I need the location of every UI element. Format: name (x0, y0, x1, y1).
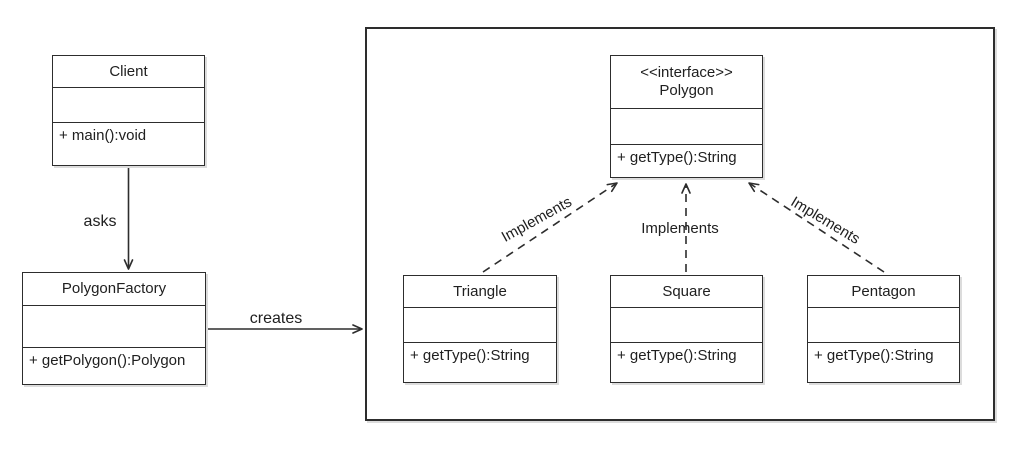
class-name-text: Client (109, 62, 148, 80)
factory-package-boundary (365, 27, 995, 421)
class-square-name: Square (611, 276, 762, 307)
class-triangle: Triangle + getType():String (403, 275, 557, 383)
operation-text: + getPolygon():Polygon (29, 352, 186, 369)
implements-arrow-triangle (482, 182, 618, 273)
operation-text: + getType():String (410, 347, 530, 364)
class-polygon-factory-attributes (23, 305, 205, 347)
operation-text: + main():void (59, 127, 147, 144)
class-triangle-name: Triangle (404, 276, 556, 307)
operation-text: + getType():String (814, 347, 934, 364)
class-client-attributes (53, 87, 204, 122)
class-triangle-operations: + getType():String (404, 342, 556, 382)
class-triangle-attributes (404, 307, 556, 342)
operation-text: + getType():String (617, 347, 737, 364)
class-polygon-factory: PolygonFactory + getPolygon():Polygon (22, 272, 206, 385)
implements-arrow-pentagon (748, 182, 885, 273)
interface-polygon: <<interface>> Polygon + getType():String (610, 55, 763, 178)
stereotype-text: <<interface>> (640, 64, 733, 81)
operation-text: + getType():String (617, 149, 737, 166)
class-polygon-factory-operations: + getPolygon():Polygon (23, 347, 205, 384)
class-pentagon: Pentagon + getType():String (807, 275, 960, 383)
class-polygon-factory-name: PolygonFactory (23, 273, 205, 305)
class-name-text: Triangle (453, 282, 507, 300)
class-square-operations: + getType():String (611, 342, 762, 382)
class-client-name: Client (53, 56, 204, 87)
interface-polygon-attributes (611, 108, 762, 144)
class-client-operations: + main():void (53, 122, 204, 165)
class-pentagon-name: Pentagon (808, 276, 959, 307)
class-name-text: PolygonFactory (61, 280, 167, 297)
interface-polygon-name: <<interface>> Polygon (611, 56, 762, 108)
interface-polygon-operations: + getType():String (611, 144, 762, 177)
class-client: Client + main():void (52, 55, 205, 166)
class-name-text: Pentagon (851, 282, 916, 300)
class-name-text: Square (662, 282, 711, 300)
class-name-text: Polygon (659, 82, 714, 99)
class-pentagon-operations: + getType():String (808, 342, 959, 382)
class-square: Square + getType():String (610, 275, 763, 383)
class-pentagon-attributes (808, 307, 959, 342)
class-square-attributes (611, 307, 762, 342)
